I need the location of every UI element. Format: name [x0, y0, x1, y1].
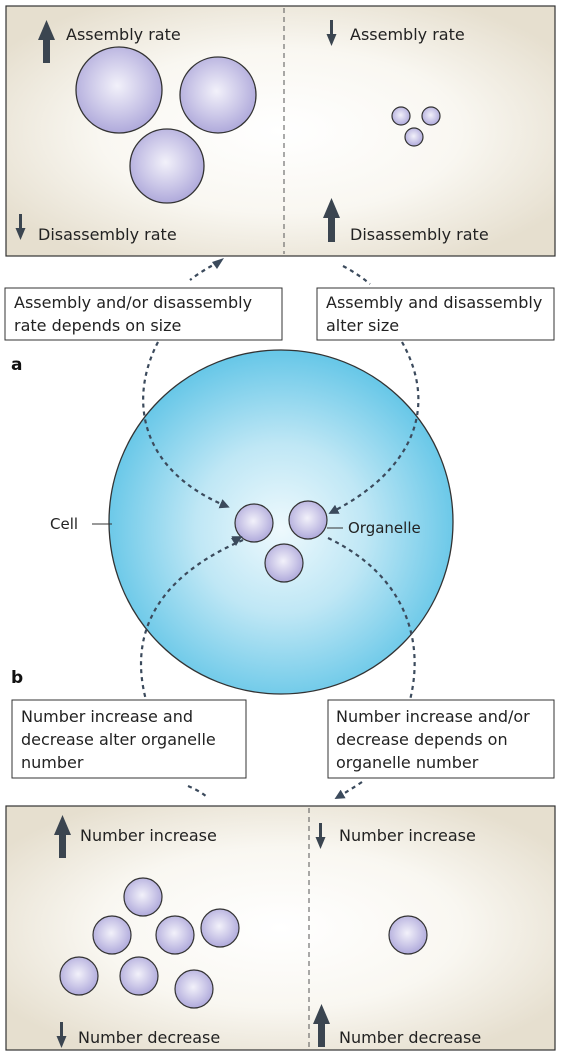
small-organelle	[421, 106, 441, 126]
large-organelle	[179, 56, 257, 134]
organelle	[174, 969, 214, 1009]
organelle	[200, 908, 240, 948]
dashed-arrow-organelle-to-box-b	[139, 538, 244, 701]
panel-b-left-top-label: Number increase	[80, 826, 217, 845]
panel-b-left-bottom-label: Number decrease	[78, 1028, 220, 1047]
panel-a-left-box-line: rate depends on size	[14, 316, 181, 335]
panel-a-left-bottom-label: Disassembly rate	[38, 225, 177, 244]
panel-b-right-box-line: organelle number	[336, 753, 479, 772]
panel-b-left-box-line: decrease alter organelle	[21, 730, 216, 749]
dashed-arrow-from-panel-a-right	[342, 265, 371, 285]
small-organelle	[391, 106, 411, 126]
organelle	[92, 915, 132, 955]
panel-a-frame	[5, 5, 556, 257]
dashed-arrow-organelle-to-box-b-right	[327, 537, 416, 701]
arrow-up-large-icon	[313, 1004, 330, 1047]
panel-b-right-box-line: Number increase and/or	[336, 707, 530, 726]
panel-a-left-box-line: Assembly and/or disassembly	[14, 293, 252, 312]
arrow-down-small-icon	[56, 1022, 67, 1048]
panel-a-right-box-line: alter size	[326, 316, 399, 335]
arrow-down-small-icon	[15, 214, 26, 240]
organelle	[123, 877, 163, 917]
panel-a: Assembly rate Disassembly rate Assembly …	[5, 5, 556, 257]
panel-a-right-top-label: Assembly rate	[350, 25, 465, 44]
arrowhead-icon	[212, 258, 224, 269]
panel-b-right-box: Number increase and/or decrease depends …	[327, 699, 555, 779]
panel-a-left-top-label: Assembly rate	[66, 25, 181, 44]
panel-b-letter: b	[11, 668, 23, 688]
panel-b-left-box-line: Number increase and	[21, 707, 193, 726]
panel-a-right-bottom-label: Disassembly rate	[350, 225, 489, 244]
cell-organelle	[264, 543, 304, 583]
dashed-arrow-to-panel-b-right	[334, 781, 363, 800]
dashed-arrow-to-organelle-right	[328, 341, 420, 514]
small-organelle	[404, 127, 424, 147]
cell-label: Cell	[50, 515, 78, 533]
arrow-up-large-icon	[54, 815, 71, 858]
large-organelle	[75, 46, 163, 134]
organelle-label: Organelle	[348, 519, 421, 537]
panel-b-left-box-line: number	[21, 753, 84, 772]
arrow-down-small-icon	[315, 823, 326, 849]
arrowhead-icon	[231, 536, 242, 546]
organelle	[155, 915, 195, 955]
panel-b: Number increase Number decrease Number i…	[5, 805, 556, 1051]
panel-a-right-box-line: Assembly and disassembly	[326, 293, 542, 312]
dashed-arrow-from-box-b-left	[187, 784, 209, 799]
organelle	[119, 956, 159, 996]
panel-b-right-top-label: Number increase	[339, 826, 476, 845]
arrow-down-small-icon	[326, 20, 337, 46]
arrow-up-large-icon	[38, 20, 55, 63]
panel-a-letter: a	[11, 355, 22, 375]
arrow-up-large-icon	[323, 198, 340, 242]
panel-b-right-box-line: decrease depends on	[336, 730, 508, 749]
organelle	[59, 956, 99, 996]
single-organelle	[388, 915, 428, 955]
large-organelle	[129, 128, 205, 204]
panel-a-left-box: Assembly and/or disassembly rate depends…	[4, 287, 283, 341]
panel-b-right-bottom-label: Number decrease	[339, 1028, 481, 1047]
panel-a-right-box: Assembly and disassembly alter size	[316, 287, 555, 341]
cell-body	[108, 349, 454, 695]
cell-organelle	[234, 503, 274, 543]
panel-b-left-box: Number increase and decrease alter organ…	[11, 699, 247, 779]
cell-organelle	[288, 500, 328, 540]
dashed-arrow-box-to-organelle	[142, 341, 230, 509]
